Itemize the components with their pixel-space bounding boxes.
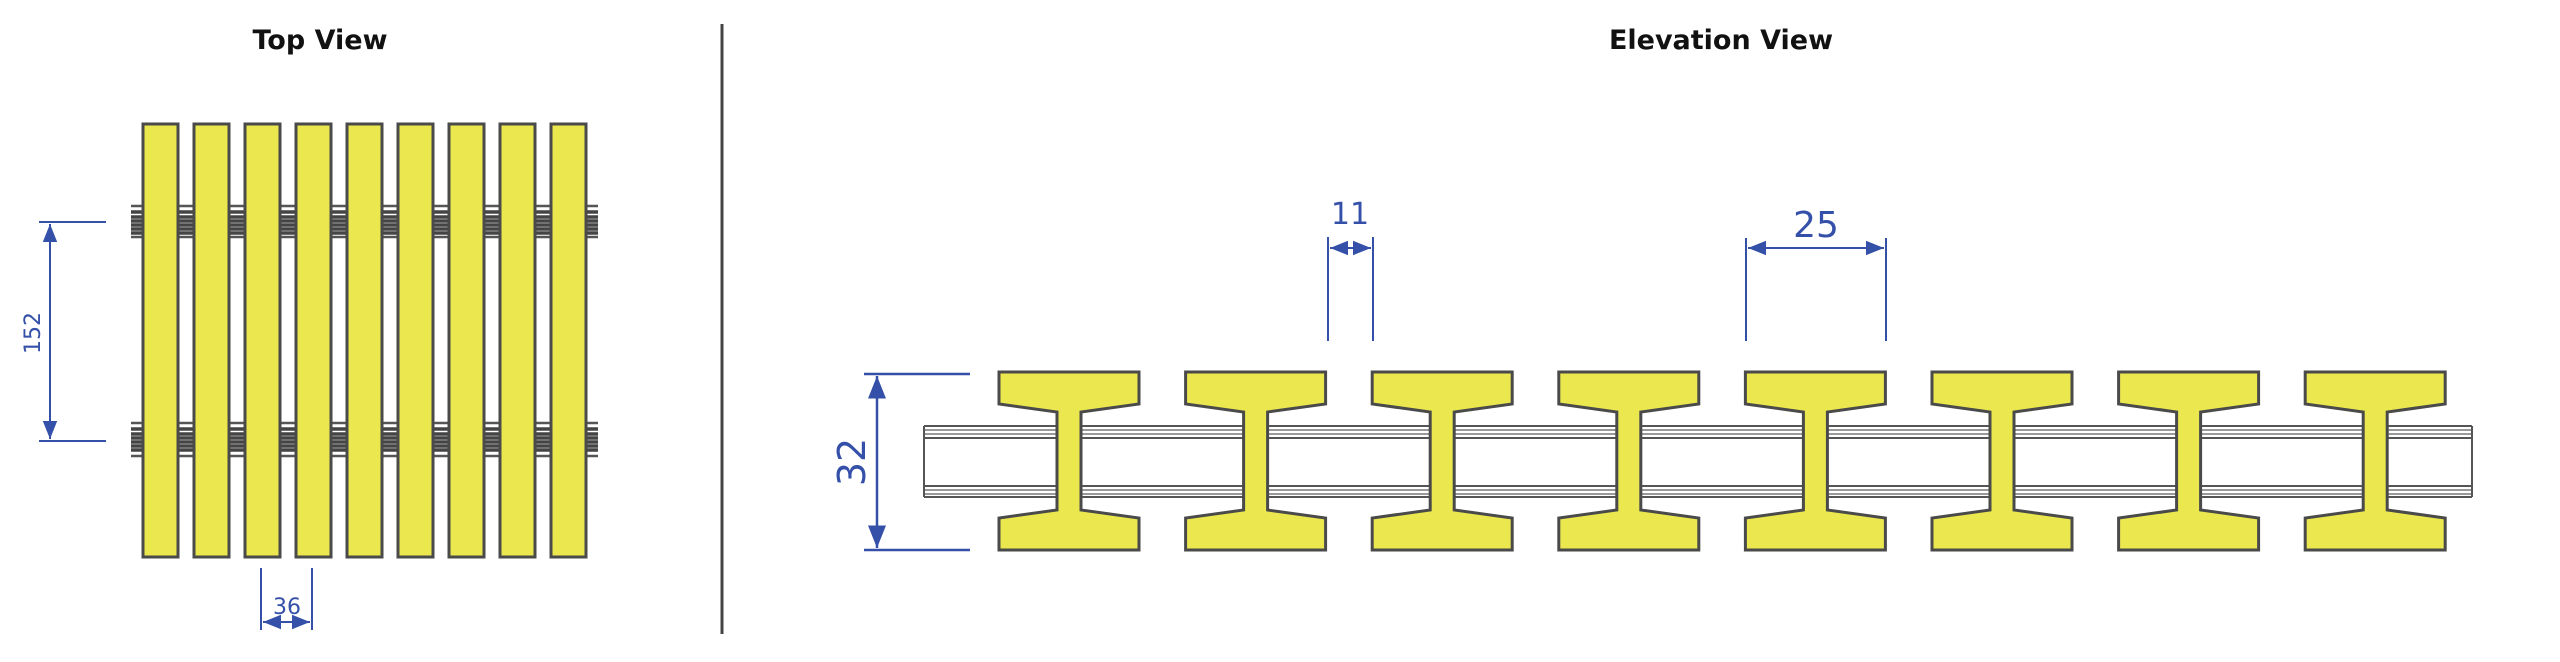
i-beam-bar xyxy=(1743,370,1887,552)
i-beam-bar xyxy=(2303,370,2447,552)
i-beam-bar xyxy=(2117,370,2261,552)
elevation-view-title: Elevation View xyxy=(1609,25,1833,56)
bearing-bar xyxy=(243,122,282,559)
bearing-bar xyxy=(396,122,435,559)
dimension-25-label: 25 xyxy=(1793,205,1839,246)
top-view-title: Top View xyxy=(252,25,387,56)
bearing-bar xyxy=(345,122,384,559)
dimension-152 xyxy=(39,221,106,442)
i-beam-bar xyxy=(1184,370,1328,552)
dimension-25 xyxy=(1745,238,1887,341)
dimension-11 xyxy=(1327,237,1374,341)
bearing-bar xyxy=(294,122,333,559)
top-view-bearing-bars xyxy=(141,122,588,559)
i-beam-bar xyxy=(1557,370,1701,552)
dimension-32 xyxy=(864,372,970,552)
dimension-36-label: 36 xyxy=(273,595,301,620)
bearing-bar xyxy=(192,122,231,559)
dimension-11-label: 11 xyxy=(1331,197,1369,232)
i-beam-bar xyxy=(1370,370,1514,552)
dimension-36 xyxy=(260,568,313,630)
i-beam-bar xyxy=(997,370,1141,552)
bearing-bar xyxy=(141,122,180,559)
bearing-bar xyxy=(549,122,588,559)
i-beam-bar xyxy=(1930,370,2074,552)
dimension-152-label: 152 xyxy=(21,312,46,354)
elevation-i-beams xyxy=(997,370,2447,552)
bearing-bar xyxy=(498,122,537,559)
dimension-32-label: 32 xyxy=(830,438,874,486)
bearing-bar xyxy=(447,122,486,559)
elevation-cross-rails xyxy=(923,425,2473,498)
